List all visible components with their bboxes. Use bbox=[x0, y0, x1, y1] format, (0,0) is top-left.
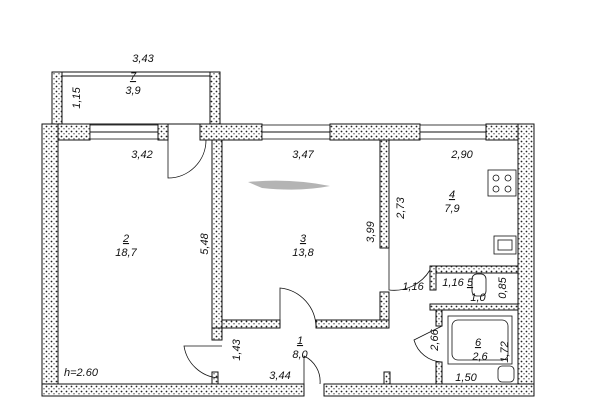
dim-wc-depth: 0,85 bbox=[497, 276, 509, 298]
bath-sink bbox=[497, 365, 515, 383]
dim-wc-width-left: 1,16 bbox=[402, 281, 424, 293]
room-7-area: 3,9 bbox=[125, 85, 140, 97]
dim-balcony-width: 3,43 bbox=[132, 53, 154, 65]
room-6-number: 6 bbox=[475, 337, 482, 349]
exterior-walls bbox=[41, 123, 535, 397]
dim-kitchen-depth: 2,73 bbox=[395, 196, 407, 219]
room-4-area: 7,9 bbox=[444, 203, 459, 215]
dim-bath-bottom: 1,50 bbox=[455, 372, 477, 384]
dim-hall-depth: 1,43 bbox=[231, 338, 243, 360]
dim-room3-width: 3,47 bbox=[292, 149, 314, 161]
dim-room2-width: 3,42 bbox=[131, 149, 152, 161]
toilet bbox=[471, 273, 487, 297]
room-5-number: 5 bbox=[467, 277, 474, 289]
dim-balcony-depth: 1,15 bbox=[71, 86, 83, 108]
dim-room3-depth: 5,48 bbox=[199, 232, 211, 254]
room-1-number: 1 bbox=[297, 335, 303, 347]
balcony bbox=[51, 71, 221, 125]
doors bbox=[167, 139, 443, 385]
ceiling-height: h=2.60 bbox=[64, 367, 99, 379]
room-5-area: 1,0 bbox=[470, 292, 486, 304]
fixtures bbox=[447, 169, 517, 383]
room-2-number: 2 bbox=[122, 233, 129, 245]
smudge bbox=[248, 180, 330, 190]
room-1-area: 8,0 bbox=[292, 349, 308, 361]
room-4-number: 4 bbox=[449, 189, 455, 201]
dim-bath-width: 1,72 bbox=[499, 341, 511, 362]
room-3-number: 3 bbox=[300, 233, 307, 245]
dim-bath-depth: 2,66 bbox=[429, 328, 441, 351]
dim-hall-width: 3,44 bbox=[269, 370, 290, 382]
room-3-area: 13,8 bbox=[292, 247, 314, 259]
dim-wc-width-top: 1,16 bbox=[442, 277, 464, 289]
stove bbox=[487, 169, 517, 197]
interior-walls bbox=[211, 139, 519, 385]
dim-kitchen-width: 2,90 bbox=[450, 149, 473, 161]
room-7-number: 7 bbox=[130, 71, 137, 83]
room-6-area: 2,6 bbox=[471, 351, 488, 363]
dim-room3-height: 3,99 bbox=[365, 221, 377, 242]
room-2-area: 18,7 bbox=[115, 247, 137, 259]
